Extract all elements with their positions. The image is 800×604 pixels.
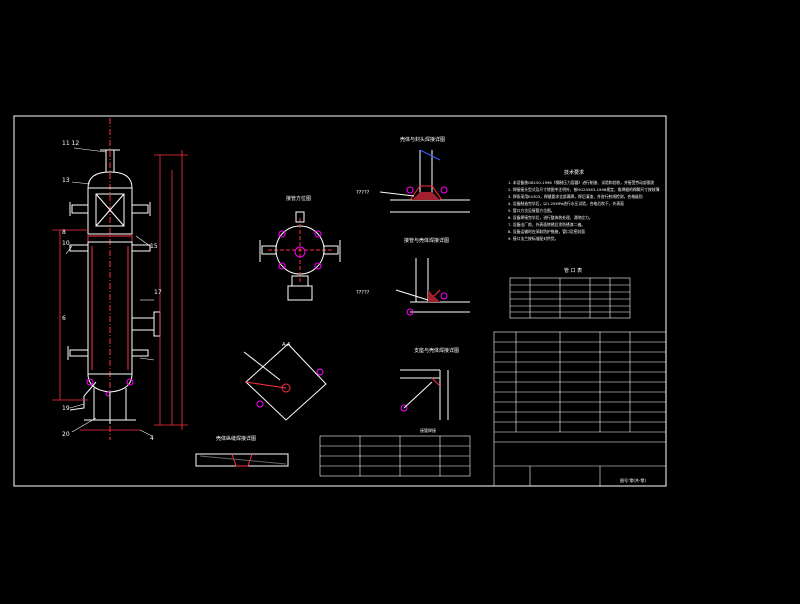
tech-line-1: 1. 本设备按GB150-1998《钢制压力容器》进行制造、试验和验收，并接受劳… (508, 180, 655, 185)
weld-detail-1-title: 壳体与封头焊接详图 (400, 136, 445, 143)
callout-19: 19 (62, 405, 70, 412)
tech-line-2: 2. 焊接接头型式及尺寸除图中注明外，按HG20583-1998规定，角焊缝的焊… (508, 187, 660, 192)
tech-line-3: 3. 焊条采用E4303，焊缝要求全部满焊，焊后清渣，并进行射线检测，合格级别 (508, 194, 643, 199)
vessel-callouts (65, 147, 155, 437)
nozzle-view-title: 接管方位图 (286, 195, 311, 202)
bottom-weld-title: 壳体纵缝焊接详图 (216, 435, 256, 442)
callout-15: 15 (150, 243, 158, 250)
vessel-dimensions (52, 150, 188, 431)
small-data-table (319, 435, 471, 477)
callout-11-12: 11 12 (62, 140, 79, 147)
plate-view (243, 343, 327, 421)
callout-4: 4 (150, 435, 154, 442)
weld-detail-1-qqq: ????? (356, 190, 370, 196)
callout-13: 13 (62, 177, 70, 184)
callout-20: 20 (62, 431, 70, 438)
tech-line-6: 6. 设备焊接完毕后，进行整体热处理，消除应力。 (508, 215, 593, 220)
nozzle-orientation-view (259, 211, 341, 301)
weld-detail-2-qqq: ????? (356, 290, 370, 296)
nozzle-table-title: 管 口 表 (564, 267, 582, 274)
bottom-weld-strip (195, 453, 289, 467)
tech-title: 技术要求 (564, 169, 584, 176)
callout-8: 8 (62, 229, 66, 236)
title-block (493, 331, 667, 487)
drawing-frame (13, 115, 667, 487)
nozzle-table (509, 277, 631, 319)
tech-line-7: 7. 设备出厂前，外表面除锈后涂防锈漆二遍。 (508, 222, 585, 227)
callout-6: 6 (62, 315, 66, 322)
callout-17: 17 (154, 289, 162, 296)
weld-detail-2-title: 接管与壳体焊接详图 (404, 237, 449, 244)
small-table-label: 接管焊接 (420, 427, 436, 433)
tech-line-9: 9. 接口法兰按标准配对供货。 (508, 236, 558, 241)
drawing-number: 图号:零(共-零) (620, 477, 646, 483)
tech-requirements: 1. 本设备按GB150-1998《钢制压力容器》进行制造、试验和验收，并接受劳… (508, 180, 660, 241)
weld-detail-3 (400, 369, 449, 420)
tech-line-8: 8. 设备运输时应采取防护措施，管口及密封面 (508, 229, 585, 234)
weld-detail-2 (395, 258, 470, 316)
tech-line-4: 4. 设备制造完毕后，以1.25MPa进行水压试验，合格后吹干，外表面 (508, 201, 624, 206)
callout-10: 10 (62, 240, 70, 247)
plate-view-title: A-A (282, 342, 291, 348)
weld-detail-1 (379, 149, 470, 213)
weld-detail-3-title: 支座与壳体焊接详图 (414, 347, 459, 354)
tech-line-5: 5. 管口方位见接管方位图。 (508, 208, 555, 213)
vessel-elevation (67, 118, 161, 440)
